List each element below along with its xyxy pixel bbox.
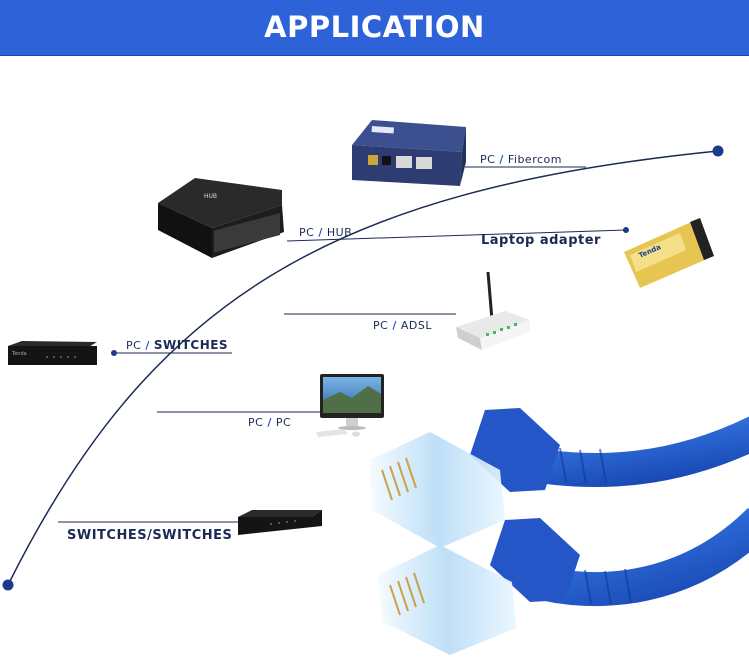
connector-dot-laptop (623, 227, 629, 233)
switch-image: Tenda (8, 341, 97, 365)
label-pc-adsl: PC/ADSL (373, 319, 432, 332)
arc-end-dot-top (712, 145, 724, 157)
label-pc-switches: PC/SWITCHES (126, 338, 228, 352)
hub-image: HUB (158, 178, 284, 258)
connector-hub (286, 229, 627, 242)
arc-end-dot-bottom (2, 579, 14, 591)
label-pc-fibercom: PC/Fibercom (480, 153, 562, 166)
connector-dot-switches (111, 350, 117, 356)
label-switches-switches: SWITCHES/SWITCHES (67, 528, 232, 543)
label-laptop-adapter: Laptop adapter (481, 233, 601, 248)
svg-text:HUB: HUB (204, 193, 217, 200)
laptop-adapter-card-image: Tenda (624, 218, 714, 288)
fiber-converter-image (352, 120, 466, 186)
header-banner: APPLICATION (0, 0, 749, 56)
desktop-pc-image (316, 374, 384, 437)
label-pc-hub: PC/HUB (299, 226, 352, 239)
switch-image-2 (238, 510, 322, 535)
label-pc-pc: PC/PC (248, 416, 291, 429)
adsl-router-image (456, 271, 530, 350)
connection-arc (7, 150, 719, 586)
page-title: APPLICATION (264, 10, 485, 44)
rj45-cable-image (370, 408, 749, 655)
svg-text:Tenda: Tenda (11, 351, 27, 357)
